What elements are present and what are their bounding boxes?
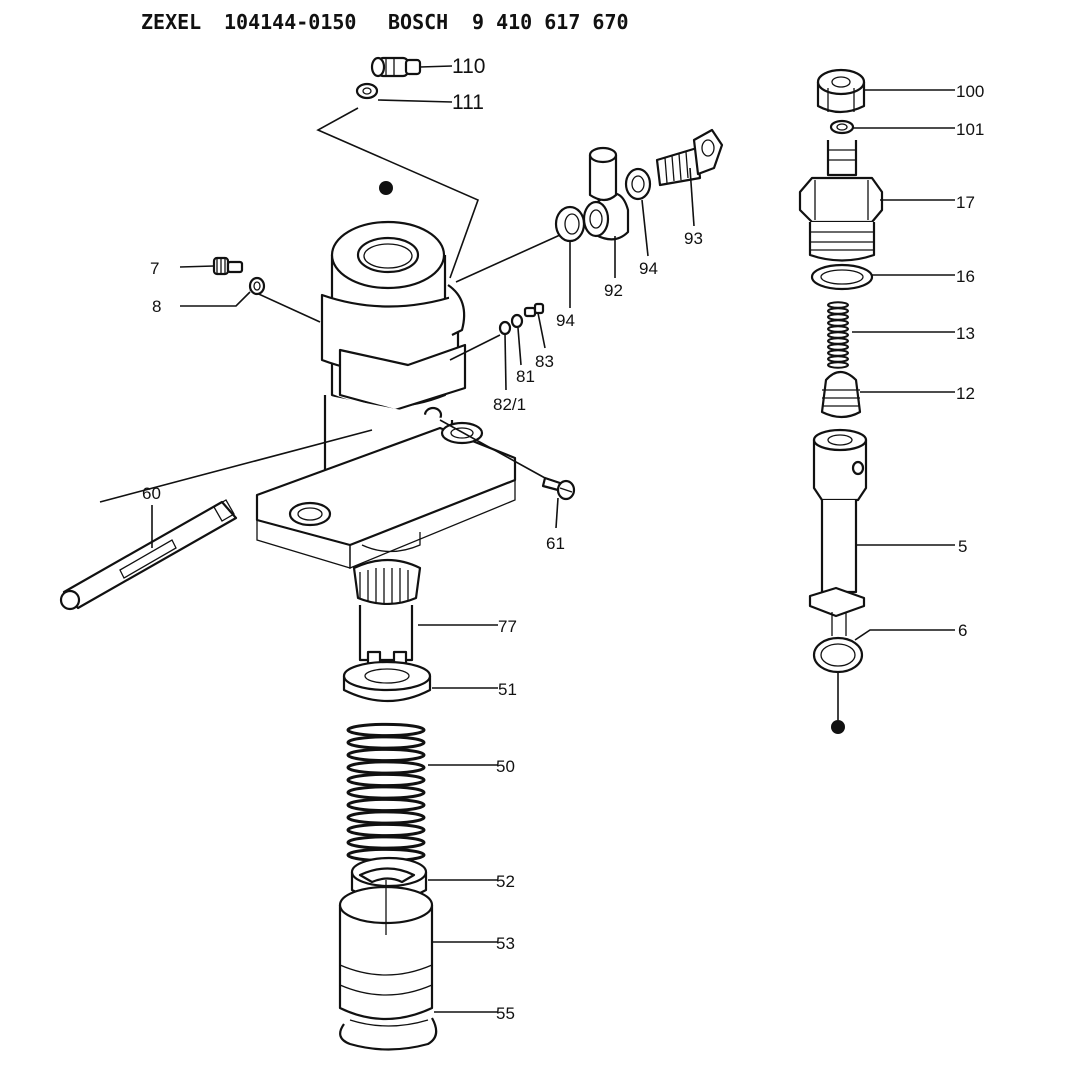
spring-coil <box>827 307 849 315</box>
callout-77: 77 <box>498 617 517 636</box>
spring-coil <box>827 337 849 345</box>
reference-dot-bottom <box>831 720 845 734</box>
spring-coil <box>827 343 849 351</box>
gasket-16 <box>810 263 874 291</box>
callout-55: 55 <box>496 1004 515 1023</box>
spring-coil <box>346 735 426 750</box>
control-sleeve-77 <box>352 558 422 668</box>
spring-coil <box>346 797 426 813</box>
spring-coil <box>346 747 426 763</box>
holder-nut-100 <box>816 68 866 114</box>
spring-coil <box>346 760 426 775</box>
spring-coil <box>346 810 426 825</box>
callout-94-left: 94 <box>556 311 575 330</box>
spring-coil <box>827 313 849 321</box>
header-part-zexel: 104144-0150 <box>224 10 357 34</box>
callout-6: 6 <box>958 621 967 640</box>
callout-81: 81 <box>516 367 535 386</box>
small-parts-81-82-83 <box>498 302 545 336</box>
circlip-55 <box>339 1017 438 1051</box>
callout-53: 53 <box>496 934 515 953</box>
washer-111 <box>355 82 379 100</box>
callout-101: 101 <box>956 120 984 139</box>
element-5 <box>808 428 868 636</box>
spring-seat-51 <box>342 660 432 703</box>
delivery-holder-17 <box>798 140 884 262</box>
spring-coil <box>346 785 426 800</box>
spring-coil <box>827 331 849 339</box>
banjo-92 <box>582 146 630 241</box>
callout-17: 17 <box>956 193 975 212</box>
header-maker-bosch: BOSCH <box>388 10 449 34</box>
washer-8 <box>248 276 266 296</box>
reference-dot-top <box>379 181 393 195</box>
pump-body <box>255 220 517 569</box>
callout-94-right: 94 <box>639 259 658 278</box>
spring-coil <box>827 355 849 363</box>
spring-coil <box>346 822 426 838</box>
callout-111: 111 <box>452 91 484 114</box>
spring-coil <box>827 301 849 309</box>
spring-coil <box>827 361 849 369</box>
callout-12: 12 <box>956 384 975 403</box>
callout-60: 60 <box>142 484 161 503</box>
callout-52: 52 <box>496 872 515 891</box>
washer-94-right <box>624 167 652 201</box>
header-maker-zexel: ZEXEL <box>141 10 202 34</box>
banjo-bolt-93 <box>655 128 724 187</box>
screw-7 <box>212 256 244 276</box>
callout-100: 100 <box>956 82 984 101</box>
spring-coil <box>827 319 849 327</box>
spring-13 <box>827 301 849 369</box>
spring-coil <box>827 325 849 333</box>
spring-coil <box>827 349 849 357</box>
screw-110 <box>370 56 422 78</box>
spring-coil <box>346 722 426 738</box>
ring-6 <box>812 636 864 674</box>
callout-51: 51 <box>498 680 517 699</box>
header-part-bosch: 9 410 617 670 <box>472 10 629 34</box>
callout-7: 7 <box>150 259 159 278</box>
callout-50: 50 <box>496 757 515 776</box>
callout-92: 92 <box>604 281 623 300</box>
oring-101 <box>829 119 855 135</box>
callout-93: 93 <box>684 229 703 248</box>
callout-8: 8 <box>152 297 161 316</box>
valve-12 <box>820 370 862 419</box>
callout-82-1: 82/1 <box>493 395 526 414</box>
spring-50 <box>346 722 426 863</box>
callout-13: 13 <box>956 324 975 343</box>
callout-61: 61 <box>546 534 565 553</box>
spring-coil <box>346 835 426 850</box>
screw-61 <box>541 476 576 501</box>
tappet-53 <box>338 880 434 1021</box>
spring-coil <box>346 772 426 788</box>
callout-83: 83 <box>535 352 554 371</box>
callout-16: 16 <box>956 267 975 286</box>
callout-110: 110 <box>452 55 485 78</box>
callout-5: 5 <box>958 537 967 556</box>
rack-rod-60 <box>59 499 238 611</box>
washer-94-left <box>554 205 586 243</box>
